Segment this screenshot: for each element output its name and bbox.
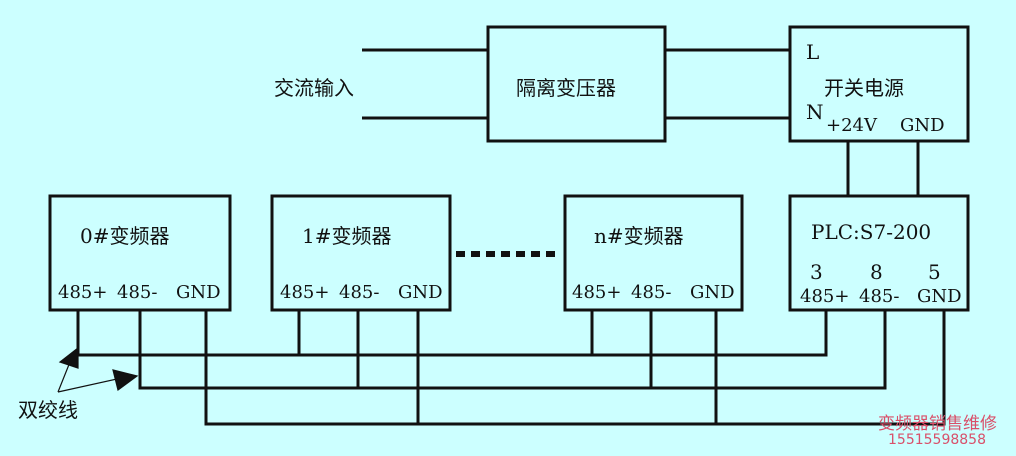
inverter-n-box xyxy=(563,194,744,312)
watermark-phone: 15515598858 xyxy=(888,432,986,448)
plc-485-plus: 485+ xyxy=(800,286,850,307)
transformer-label: 隔离变压器 xyxy=(516,76,616,100)
inverter-1-gnd: GND xyxy=(398,282,443,303)
bus-gnd xyxy=(204,310,946,426)
arrow-icon xyxy=(57,346,139,393)
n-label: N xyxy=(806,100,824,124)
inverter-1-label: 1#变频器 xyxy=(302,224,392,248)
bus-485-minus xyxy=(138,310,887,390)
inverter-n-gnd: GND xyxy=(690,282,735,303)
inverter-n-485-minus: 485- xyxy=(631,282,672,303)
inverter-0-label: 0#变频器 xyxy=(80,224,170,248)
inverter-1-485-minus: 485- xyxy=(339,282,380,303)
plc-box xyxy=(788,194,970,312)
plc-pin-5: 5 xyxy=(928,260,941,284)
power-supply-box xyxy=(788,25,970,143)
transformer-box xyxy=(486,25,667,143)
inverter-0-485-plus: 485+ xyxy=(58,282,108,303)
plc-pin-3: 3 xyxy=(810,260,823,284)
plc-485-minus: 485- xyxy=(859,286,900,307)
inverter-0-485-minus: 485- xyxy=(117,282,158,303)
inverter-1-485-plus: 485+ xyxy=(280,282,330,303)
l-label: L xyxy=(806,40,820,64)
plc-label: PLC:S7-200 xyxy=(811,220,932,244)
twisted-pair-label: 双绞线 xyxy=(18,398,78,422)
inverter-1-box xyxy=(270,194,452,312)
inverter-n-label: n#变频器 xyxy=(594,224,684,248)
power-supply-label: 开关电源 xyxy=(824,76,904,100)
inverter-n-485-plus: 485+ xyxy=(572,282,622,303)
bus-485-plus xyxy=(76,310,828,357)
ac-input-label: 交流输入 xyxy=(274,76,354,100)
24v-label: +24V xyxy=(826,115,877,136)
watermark-text: 变频器销售维修 xyxy=(878,414,997,434)
plc-pin-8: 8 xyxy=(870,260,883,284)
gnd-label: GND xyxy=(900,115,945,136)
inverter-0-gnd: GND xyxy=(176,282,221,303)
plc-gnd: GND xyxy=(917,286,962,307)
